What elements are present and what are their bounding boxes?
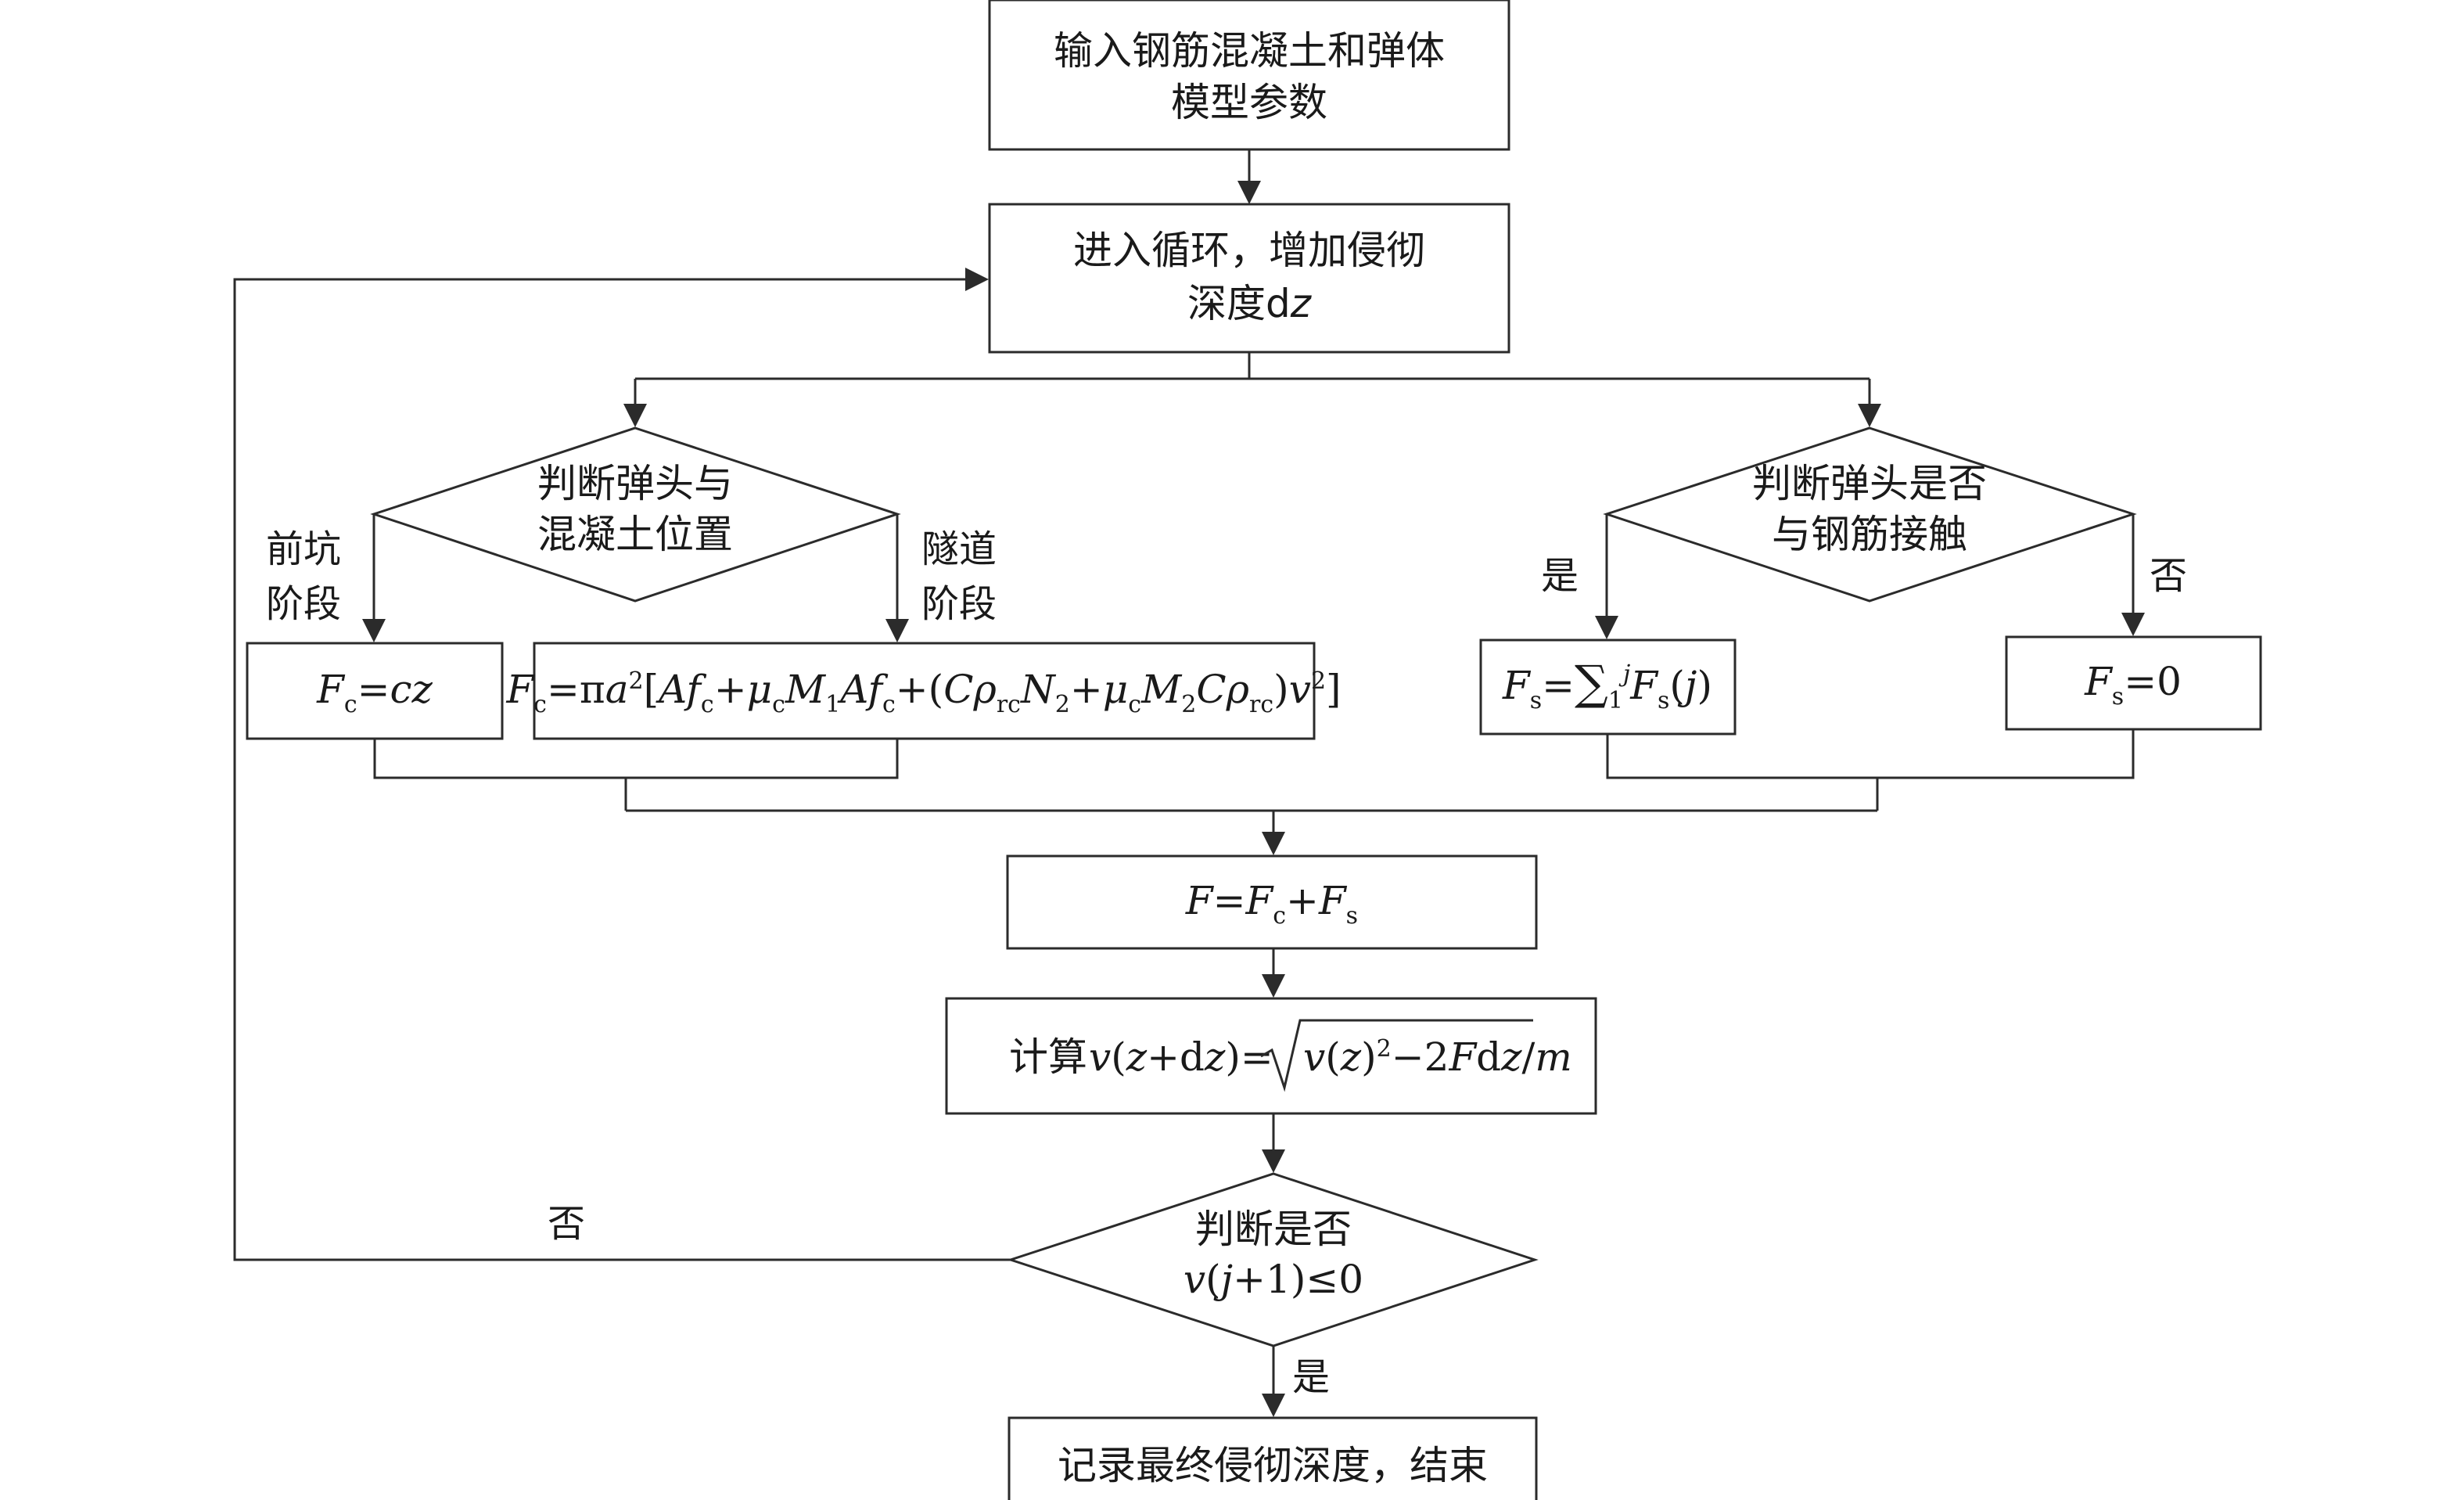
label-crater-stage-line2: 阶段 [266, 582, 341, 626]
label-rebar-no: 否 [2150, 554, 2187, 598]
compute-prefix: 计算 [1009, 1034, 1087, 1080]
formula-tunnel-box: Fc=πa2[Afc+μcM1Afc+(CρrcN2+μcM2Cρrc)v2] [505, 642, 1342, 740]
sqrt-sign-icon [1260, 1019, 1533, 1092]
label-crater-stage-line1: 前坑 [266, 527, 341, 571]
decision-stop-line2: v(j+1)≤0 [1184, 1257, 1363, 1302]
label-rebar-yes: 是 [1541, 554, 1579, 598]
compute-formula: v(z+dz)= [1089, 1034, 1273, 1080]
decision-concrete-line1: 判断弹头与 [537, 461, 733, 506]
connector-merge-concrete [373, 739, 899, 779]
input-params-box: 输入钢筋混凝土和弹体 模型参数 [988, 0, 1510, 151]
loop-box: 进入循环，增加侵彻 深度dz [988, 203, 1510, 354]
formula-total: F=Fc+Fs [1185, 878, 1358, 930]
label-tunnel-stage-line2: 阶段 [921, 582, 997, 626]
loop-line2: 深度dz [1187, 281, 1313, 326]
formula-tunnel: Fc=πa2[Afc+μcM1Afc+(CρrcN2+μcM2Cρrc)v2] [505, 667, 1341, 718]
decision-stop-line1: 判断是否 [1195, 1207, 1352, 1252]
formula-rebar-contact-box: Fs=∑1jFs(j) [1479, 638, 1737, 736]
formula-total-box: F=Fc+Fs [1006, 854, 1538, 950]
decision-rebar-line2: 与钢筋接触 [1772, 512, 1967, 557]
label-stop-yes: 是 [1292, 1355, 1330, 1399]
formula-rebar-contact: Fs=∑1jFs(j) [1502, 656, 1712, 714]
formula-rebar-none-box: Fs=0 [2005, 635, 2262, 731]
decision-concrete-line2: 混凝土位置 [537, 512, 733, 557]
input-params-line2: 模型参数 [1171, 80, 1327, 125]
formula-rebar-none: Fs=0 [2084, 659, 2182, 710]
label-loop-no: 否 [548, 1202, 585, 1246]
formula-crater-box: Fc=cz [246, 642, 504, 740]
end-box: 记录最终侵彻深度，结束 [1008, 1416, 1538, 1500]
compute-velocity-box: 计算 v(z+dz)= v(z)2−2Fdz/m [945, 997, 1597, 1115]
end-text: 记录最终侵彻深度，结束 [1058, 1443, 1488, 1488]
decision-rebar-contact: 判断弹头是否 与钢筋接触 [1603, 426, 2137, 603]
label-tunnel-stage-line1: 隧道 [921, 527, 997, 571]
connector-merge-rebar [1606, 729, 2135, 779]
decision-stop: 判断是否 v(j+1)≤0 [1007, 1172, 1539, 1347]
input-params-line1: 输入钢筋混凝土和弹体 [1054, 28, 1445, 74]
formula-crater: Fc=cz [316, 667, 433, 718]
compute-formula-radicand: v(z)2−2Fdz/m [1303, 1034, 1572, 1080]
decision-concrete-position: 判断弹头与 混凝土位置 [370, 426, 901, 603]
decision-rebar-line1: 判断弹头是否 [1752, 461, 1987, 506]
arrow-loop-back [233, 268, 1011, 1261]
loop-line1: 进入循环，增加侵彻 [1073, 228, 1425, 273]
